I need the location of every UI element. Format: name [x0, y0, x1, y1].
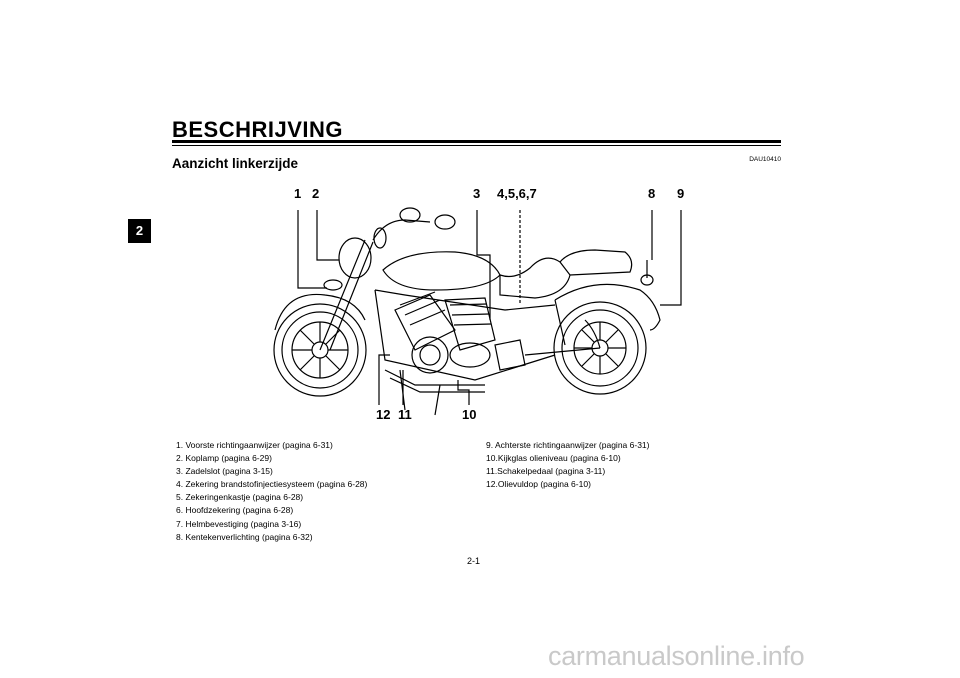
list-item: 5. Zekeringenkastje (pagina 6-28) — [176, 492, 304, 503]
doc-code: DAU10410 — [749, 156, 781, 163]
list-item: 11.Schakelpedaal (pagina 3-11) — [486, 466, 606, 477]
list-item: 12.Olievuldop (pagina 6-10) — [486, 479, 591, 490]
callout-9: 9 — [677, 186, 685, 201]
callout-12: 12 — [376, 407, 391, 422]
list-item: 1. Voorste richtingaanwijzer (pagina 6-3… — [176, 440, 333, 450]
callout-1: 1 — [294, 186, 302, 201]
callout-3: 3 — [473, 186, 481, 201]
legend-list-right: 9. Achterste richtingaanwijzer (pagina 6… — [486, 439, 649, 491]
list-item: 9. Achterste richtingaanwijzer (pagina 6… — [486, 440, 650, 450]
list-item: 8. Kentekenverlichting (pagina 6-32) — [176, 531, 313, 542]
legend-list-left: 1. Voorste richtingaanwijzer (pagina 6-3… — [176, 439, 367, 544]
list-item: 2. Koplamp (pagina 6-29) — [176, 453, 272, 464]
watermark: carmanualsonline.info — [548, 641, 805, 671]
list-item: 3. Zadelslot (pagina 3-15) — [176, 466, 273, 477]
list-item: 6. Hoofdzekering (pagina 6-28) — [176, 505, 294, 516]
list-item: 10.Kijkglas olieniveau (pagina 6-10) — [486, 453, 621, 464]
section-subtitle: Aanzicht linkerzijde — [172, 156, 299, 171]
callout-8: 8 — [648, 186, 656, 201]
callout-11: 11 — [398, 407, 412, 422]
callout-4-5-6-7: 4,5,6,7 — [497, 186, 537, 201]
list-item: 7. Helmbevestiging (pagina 3-16) — [176, 518, 302, 529]
chapter-tab: 2 — [128, 219, 151, 243]
title-rule-thin — [172, 145, 781, 146]
list-item: 4. Zekering brandstofinjectiesysteem (pa… — [176, 479, 368, 490]
callout-2: 2 — [312, 186, 320, 201]
page-title: BESCHRIJVING — [172, 117, 344, 142]
callout-10: 10 — [462, 407, 477, 422]
page-number: 2-1 — [467, 556, 481, 566]
title-rule-thick — [172, 140, 781, 143]
motorcycle-illustration — [273, 207, 682, 416]
